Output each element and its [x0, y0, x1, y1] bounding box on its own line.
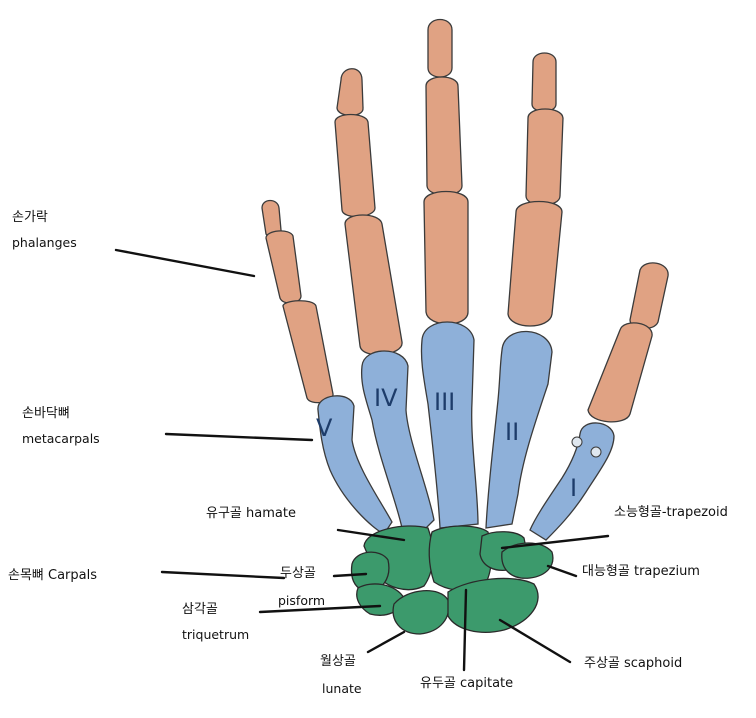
carpals-leader — [160, 570, 286, 580]
metacarpal-ii — [485, 330, 553, 529]
sesamoid-bone — [571, 436, 583, 448]
lunate-label-ko: 월상골 — [320, 654, 356, 669]
phalanges-group — [261, 18, 669, 423]
numeral-ii: II — [505, 418, 519, 446]
metacarpal-iii — [420, 321, 479, 529]
lunate-bone — [392, 589, 450, 635]
triquetrum-label-en: triquetrum — [182, 627, 250, 642]
index-proximal-phalanx — [507, 200, 563, 327]
scaphoid-bone — [447, 577, 539, 633]
pisiform-label-ko: 두상골 — [280, 566, 316, 581]
lunate-label-en: lunate — [322, 681, 362, 696]
phalanges-label-ko: 손가락 — [12, 210, 48, 225]
scaphoid-leader — [498, 618, 572, 664]
middle-distal-phalanx — [427, 18, 453, 78]
carpals-group — [350, 525, 554, 635]
numeral-iii: III — [434, 388, 455, 416]
thumb-proximal-phalanx — [587, 322, 653, 423]
metacarpals-label-ko: 손바닥뼈 — [22, 406, 70, 421]
trapezium-bone — [501, 542, 554, 579]
little-proximal-phalanx — [282, 300, 334, 404]
triquetrum-label-ko: 삼각골 — [182, 602, 218, 617]
metacarpals-leader — [164, 432, 314, 442]
capitate-label: 유두골 capitate — [420, 676, 514, 691]
hamate-leader — [336, 528, 406, 542]
hamate-label: 유구골 hamate — [206, 506, 296, 521]
ring-middle-phalanx — [334, 113, 376, 218]
leader-lines — [114, 248, 610, 672]
triquetrum-leader — [258, 604, 382, 614]
metacarpals-label-en: metacarpals — [22, 431, 100, 446]
middle-middle-phalanx — [425, 76, 463, 196]
carpals-label: 손목뼈 Carpals — [8, 568, 98, 583]
numeral-iv: IV — [374, 384, 398, 412]
metacarpal-iv — [360, 350, 435, 531]
pisiform-label-en: pisform — [278, 593, 326, 608]
little-middle-phalanx — [265, 230, 302, 304]
middle-proximal-phalanx — [423, 190, 469, 325]
sesamoid-bone — [590, 446, 602, 458]
ring-proximal-phalanx — [344, 214, 403, 356]
pisiform-leader — [332, 572, 368, 578]
numeral-i: I — [570, 474, 577, 502]
index-middle-phalanx — [525, 108, 564, 206]
trapezium-leader — [546, 564, 578, 578]
trapezium-label: 대능형골 trapezium — [582, 564, 700, 579]
ring-distal-phalanx — [336, 68, 364, 117]
metacarpal-v — [317, 395, 393, 535]
phalanges-label-en: phalanges — [12, 235, 77, 250]
pisiform-bone — [350, 551, 390, 593]
thumb-distal-phalanx — [629, 262, 669, 330]
index-distal-phalanx — [531, 52, 557, 113]
phalanges-leader — [114, 248, 256, 278]
capitate-leader — [462, 588, 468, 672]
trapezoid-leader — [500, 534, 610, 550]
lunate-leader — [366, 630, 406, 654]
trapezoid-label: 소능형골-trapezoid — [614, 505, 728, 520]
scaphoid-label: 주상골 scaphoid — [584, 656, 683, 671]
metacarpals-group: V IV III II I — [316, 321, 615, 541]
numeral-v: V — [316, 414, 333, 442]
